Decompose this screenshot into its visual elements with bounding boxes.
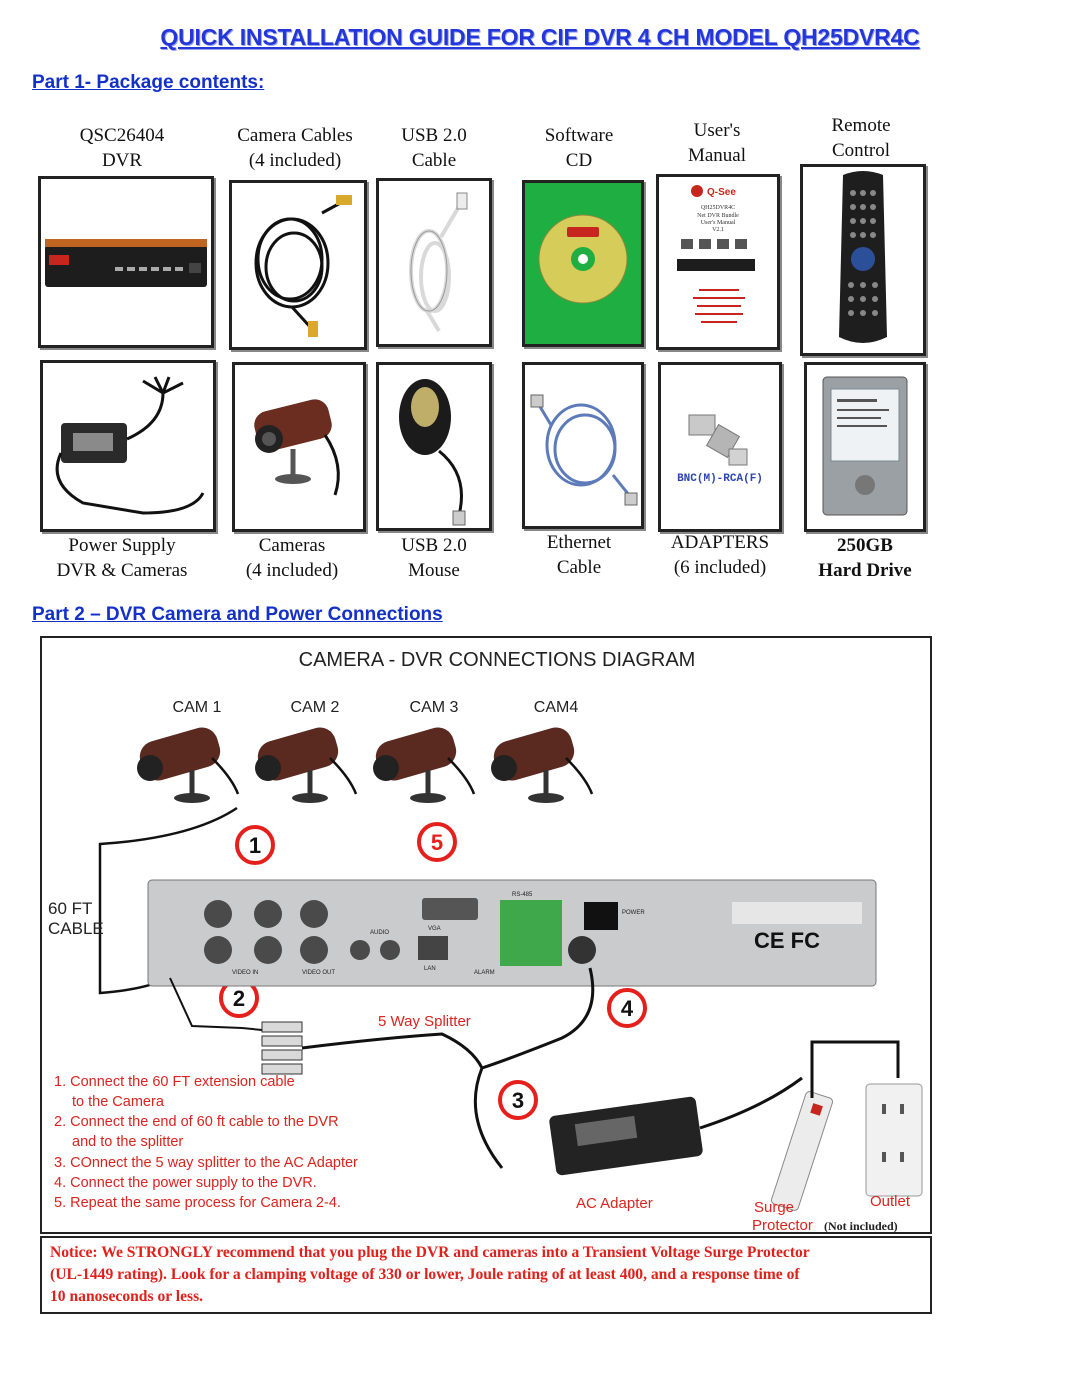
cam-label-1: CAM 1 [173, 699, 222, 716]
notice-line-3: 10 nanoseconds or less. [50, 1288, 204, 1305]
surge-label-1: Surge [754, 1199, 794, 1216]
manual-subtitle-1: Net DVR Bundle [697, 213, 739, 219]
svg-text:ALARM: ALARM [474, 970, 495, 976]
outlet-label: Outlet [870, 1193, 911, 1210]
camera-1-icon [137, 727, 240, 803]
svg-text:VIDEO IN: VIDEO IN [232, 970, 258, 976]
instruction-line-3: 2. Connect the end of 60 ft cable to the… [54, 1114, 339, 1130]
instruction-line-4: and to the splitter [72, 1134, 183, 1150]
not-included-label: (Not included) [824, 1219, 898, 1232]
cam-label-4: CAM4 [534, 699, 579, 716]
instruction-line-6: 4. Connect the power supply to the DVR. [54, 1175, 317, 1191]
manual-version: V2.1 [712, 227, 724, 233]
instruction-line-7: 5. Repeat the same process for Camera 2-… [54, 1195, 341, 1211]
power-input [568, 936, 596, 964]
svg-text:VGA: VGA [428, 926, 441, 932]
svg-text:LAN: LAN [424, 966, 436, 972]
power-supply-image [40, 360, 216, 532]
remote-control-image [800, 164, 926, 356]
connections-diagram: CAMERA - DVR CONNECTIONS DIAGRAM CAM 1 C… [40, 636, 932, 1234]
svg-text:1: 1 [249, 833, 261, 858]
camera-image [232, 362, 366, 532]
step-badge-3: 3 [498, 1080, 538, 1120]
svg-text:2: 2 [233, 986, 245, 1011]
ethernet-cable-image [522, 362, 644, 529]
outlet-image [865, 1083, 923, 1197]
step-badge-5: 5 [417, 822, 457, 862]
page-title: QUICK INSTALLATION GUIDE FOR CIF DVR 4 C… [160, 24, 920, 50]
svg-text:5: 5 [431, 830, 443, 855]
svg-text:VIDEO OUT: VIDEO OUT [302, 970, 335, 976]
adapters-image: BNC(M)-RCA(F) [658, 362, 782, 532]
camera-4-icon [491, 727, 594, 803]
svg-text:POWER: POWER [622, 910, 645, 916]
notice-box: Notice: We STRONGLY recommend that you p… [40, 1236, 932, 1314]
step-badge-4: 4 [607, 988, 647, 1028]
extension-cable [98, 806, 238, 995]
part1-heading: Part 1- Package contents: [32, 72, 265, 93]
svg-text:AUDIO: AUDIO [370, 930, 389, 936]
users-manual-image: Q-See QH25DVR4C Net DVR Bundle User's Ma… [656, 174, 780, 350]
dvr-image [38, 176, 214, 348]
cam-label-3: CAM 3 [410, 699, 459, 716]
manual-brand-text: Q-See [707, 187, 736, 198]
software-cd-image [522, 180, 644, 347]
svg-text:4: 4 [621, 996, 634, 1021]
alarm-terminal [500, 900, 562, 966]
svg-text:RS-485: RS-485 [512, 892, 533, 898]
caption-camera-cables: Camera Cables(4 included) [237, 125, 353, 171]
svg-text:CE FC: CE FC [754, 928, 820, 953]
splitter-label: 5 Way Splitter [378, 1013, 471, 1030]
caption-adapters: ADAPTERS(6 included) [670, 532, 770, 578]
cable-label-2: CABLE [48, 919, 104, 938]
svg-text:3: 3 [512, 1088, 524, 1113]
diagram-title: CAMERA - DVR CONNECTIONS DIAGRAM [299, 649, 696, 671]
caption-cameras: Cameras(4 included) [245, 535, 339, 581]
cam-label-2: CAM 2 [291, 699, 340, 716]
vga-port [422, 898, 478, 920]
part2-heading: Part 2 – DVR Camera and Power Connection… [32, 604, 443, 625]
instruction-line-5: 3. COnnect the 5 way splitter to the AC … [54, 1155, 358, 1171]
surge-label-2: Protector [752, 1217, 813, 1232]
cable-label-1: 60 FT [48, 899, 92, 918]
usb-mouse-image [376, 362, 492, 531]
notice-line-2: (UL-1449 rating). Look for a clamping vo… [50, 1266, 800, 1283]
usb-cable-image [376, 178, 492, 347]
step-badge-1: 1 [235, 825, 275, 865]
camera-2-icon [255, 727, 358, 803]
surge-protector-image [770, 1091, 834, 1211]
instruction-line-1: 1. Connect the 60 FT extension cable [54, 1074, 295, 1090]
instructions-list: 1. Connect the 60 FT extension cable to … [54, 1074, 358, 1211]
instruction-line-2: to the Camera [72, 1094, 165, 1110]
lan-port [418, 936, 448, 960]
manual-model-text: QH25DVR4C [701, 205, 735, 211]
ac-adapter-label: AC Adapter [576, 1195, 653, 1212]
camera-3-icon [373, 727, 476, 803]
manual-subtitle-2: User's Manual [701, 220, 736, 226]
notice-line-1: Notice: We STRONGLY recommend that you p… [50, 1244, 810, 1261]
camera-cables-image [229, 180, 367, 350]
hard-drive-image [804, 362, 926, 532]
power-switch [584, 902, 618, 930]
adapter-label: BNC(M)-RCA(F) [677, 473, 763, 485]
